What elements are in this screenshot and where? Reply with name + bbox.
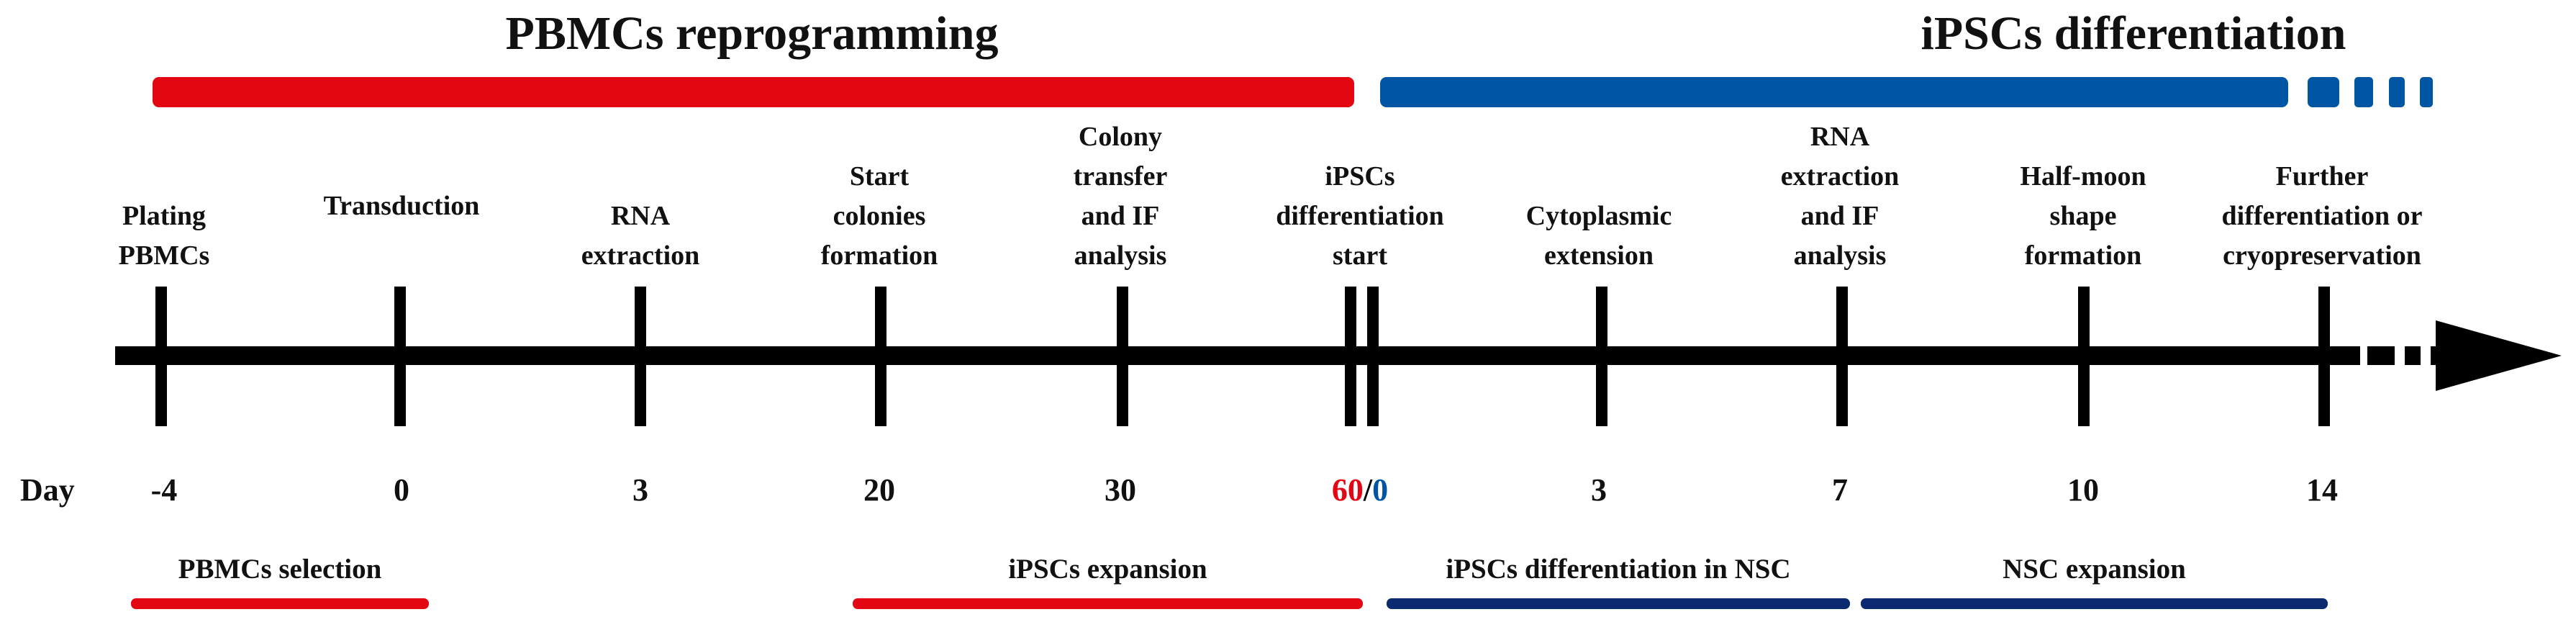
day-value-part: 0 (1372, 472, 1388, 508)
event-label: Start colonies formation (821, 161, 938, 271)
event-label-line: RNA (1810, 122, 1870, 152)
phase-bar-dash (2420, 77, 2433, 107)
stage-label: iPSCs expansion (1008, 554, 1207, 585)
phase-title-differentiation: iPSCs differentiation (1921, 7, 2346, 60)
day-value: 60/0 (1332, 472, 1388, 508)
event-label: Transduction (324, 191, 480, 221)
event-label-line: colonies (833, 201, 926, 231)
timeline-dash (2405, 346, 2421, 365)
timeline-tick (875, 287, 886, 426)
event-label-line: analysis (1794, 240, 1887, 271)
event-label: Half-moon shape formation (2020, 161, 2146, 271)
day-value: 30 (1105, 472, 1136, 508)
timeline-tick (2078, 287, 2090, 426)
event-label: Cytoplasmic extension (1526, 201, 1672, 271)
event-label-line: Plating (122, 201, 206, 231)
timeline-tick (1345, 287, 1356, 426)
event-label: Colony transfer and IF analysis (1074, 122, 1168, 271)
timeline-arrowhead (2436, 320, 2562, 391)
event-label-line: shape (2050, 201, 2117, 231)
event-label: RNA extraction (581, 201, 700, 271)
phase-bar-dash (2354, 77, 2373, 107)
timeline-tick (1367, 287, 1379, 426)
stage-bar (1861, 598, 2328, 609)
stage-label: NSC expansion (2003, 554, 2186, 585)
event-label-line: transfer (1074, 161, 1168, 192)
event-label-line: extraction (1781, 161, 1900, 192)
event-label-line: start (1333, 240, 1387, 271)
stage-label: PBMCs selection (178, 554, 382, 585)
event-label-line: PBMCs (119, 240, 210, 271)
timeline-tick (1596, 287, 1607, 426)
day-value: 10 (2067, 472, 2099, 508)
stage-bar (853, 598, 1363, 609)
timeline-ticks (155, 287, 2330, 426)
day-value: 0 (394, 472, 409, 508)
event-label: RNA extraction and IF analysis (1781, 122, 1900, 271)
day-value: 3 (632, 472, 648, 508)
event-label-line: Further (2276, 161, 2369, 192)
timeline-tick (635, 287, 646, 426)
timeline-tick (1117, 287, 1128, 426)
timeline-tick (1836, 287, 1848, 426)
day-value: 7 (1832, 472, 1848, 508)
timeline-tick (394, 287, 406, 426)
event-label-line: differentiation or (2222, 201, 2423, 231)
stage-label: iPSCs differentiation in NSC (1446, 554, 1790, 585)
event-label-line: Transduction (324, 191, 480, 221)
phase-bar-dash (2308, 77, 2339, 107)
event-label-line: differentiation (1276, 201, 1444, 231)
day-value: 20 (863, 472, 895, 508)
timeline-tick (2318, 287, 2330, 426)
event-label-line: Cytoplasmic (1526, 201, 1672, 231)
event-label-line: RNA (611, 201, 671, 231)
phase-bar-differentiation (1380, 77, 2288, 107)
timeline-axis (115, 346, 2360, 365)
phase-title-reprogramming: PBMCs reprogramming (506, 7, 999, 60)
day-label: Day (20, 472, 75, 508)
event-label-line: iPSCs (1325, 161, 1394, 192)
phase-bar-dash (2389, 77, 2405, 107)
event-label-line: extension (1544, 240, 1654, 271)
event-label-line: cryopreservation (2223, 240, 2421, 271)
day-value-part: 60 (1332, 472, 1364, 508)
stage-bar (1387, 598, 1850, 609)
event-label: Further differentiation or cryopreservatio… (2222, 161, 2423, 271)
event-label-line: formation (2025, 240, 2142, 271)
event-label-line: and IF (1801, 201, 1879, 231)
timeline-tick (155, 287, 167, 426)
event-label-line: formation (821, 240, 938, 271)
event-label-line: Start (850, 161, 910, 192)
event-label: iPSCs differentiation start (1276, 161, 1444, 271)
phase-bar-reprogramming (153, 77, 1354, 107)
day-value: 14 (2306, 472, 2338, 508)
stage-bar (131, 598, 429, 609)
stage-bars: PBMCs selection iPSCs expansion iPSCs diff… (131, 554, 2328, 609)
event-label-line: extraction (581, 240, 700, 271)
event-label-line: analysis (1074, 240, 1167, 271)
event-label-line: Half-moon (2020, 161, 2146, 192)
day-value-part: / (1363, 472, 1373, 508)
event-label-line: Colony (1079, 122, 1162, 152)
event-label-line: and IF (1081, 201, 1160, 231)
day-value: 3 (1591, 472, 1607, 508)
timeline-dash (2367, 346, 2395, 365)
day-value: -4 (151, 472, 178, 508)
